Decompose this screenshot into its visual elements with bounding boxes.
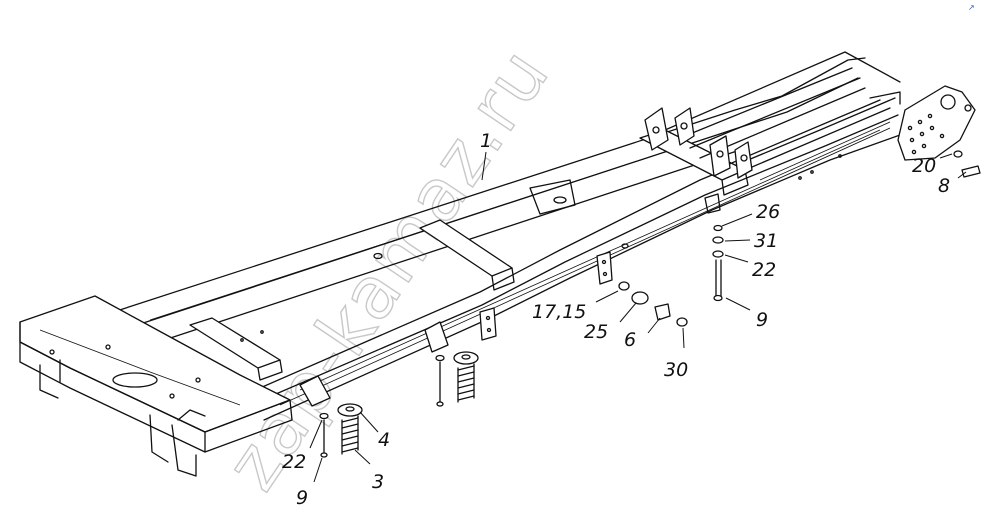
front-bolts: [953, 150, 981, 178]
callout-9: 9: [756, 309, 768, 331]
callout-6: 6: [624, 329, 636, 351]
front-extension: [644, 51, 901, 181]
callout-4: 4: [378, 429, 390, 451]
leader-lines: [309, 151, 967, 483]
frame-drawing: [19, 51, 981, 477]
callout-25: 25: [584, 321, 608, 343]
rear-crossmember: [19, 295, 293, 477]
fastener-group-right: [712, 224, 724, 302]
callout-20: 20: [912, 155, 936, 177]
callout-1: 1: [480, 130, 492, 152]
callouts: 1 20 8 26 31 22 9 17,15 25 6 30 4 22 9 3: [282, 130, 950, 509]
callout-3: 3: [372, 471, 384, 493]
spring-group-left: [319, 403, 363, 458]
callout-22: 22: [752, 259, 776, 281]
callout-26: 26: [756, 201, 780, 223]
front-bracket-plate: [897, 85, 976, 161]
callout-9-lower: 9: [296, 487, 308, 509]
spring-group-middle: [435, 351, 479, 407]
callout-30: 30: [664, 359, 688, 381]
rail-brackets: [240, 154, 842, 407]
callout-31: 31: [754, 230, 778, 252]
callout-17-15: 17,15: [532, 301, 586, 323]
callout-8: 8: [938, 175, 950, 197]
corner-mark: ↗: [968, 3, 975, 12]
callout-22-lower: 22: [282, 451, 306, 473]
fastener-group-center: [618, 281, 688, 327]
